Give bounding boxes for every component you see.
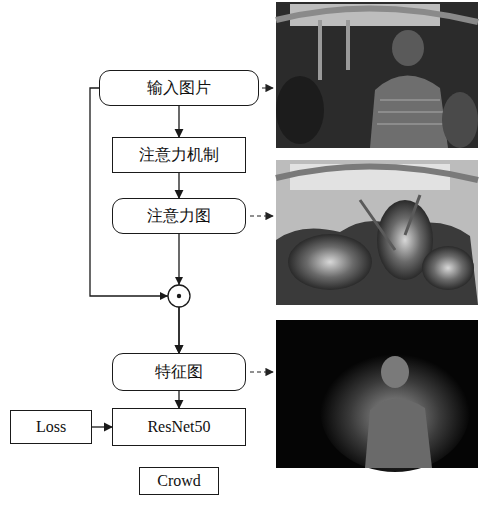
node-label: Crowd bbox=[157, 471, 201, 490]
node-label: 注意力机制 bbox=[139, 145, 219, 164]
multiply-symbol bbox=[168, 285, 190, 307]
output-box: Crowd bbox=[139, 467, 219, 495]
node-label: Loss bbox=[36, 417, 66, 436]
input-photo bbox=[276, 2, 478, 148]
node-label: 特征图 bbox=[155, 362, 203, 381]
input-box: 输入图片 bbox=[99, 70, 259, 106]
arrow-head bbox=[160, 292, 168, 300]
flow-arrow bbox=[178, 173, 179, 198]
dashed-pointer bbox=[262, 87, 273, 88]
flow-arrow bbox=[92, 426, 112, 427]
multiply-dot bbox=[177, 294, 181, 298]
feature-map-photo bbox=[276, 320, 478, 472]
process-box: 注意力机制 bbox=[112, 137, 246, 173]
loss-box: Loss bbox=[10, 410, 92, 444]
dashed-pointer bbox=[250, 371, 273, 372]
feature-map-box: 特征图 bbox=[112, 353, 246, 391]
flow-arrow bbox=[178, 391, 179, 408]
node-label: ResNet50 bbox=[147, 417, 210, 436]
dashed-pointer bbox=[250, 215, 273, 216]
node-label: 注意力图 bbox=[147, 206, 211, 225]
network-box: ResNet50 bbox=[112, 408, 246, 446]
flow-arrow bbox=[178, 106, 179, 137]
arrow-head bbox=[175, 277, 183, 285]
attention-map-box: 注意力图 bbox=[112, 198, 246, 234]
node-label: 输入图片 bbox=[147, 78, 211, 97]
attention-map-photo bbox=[276, 160, 478, 305]
